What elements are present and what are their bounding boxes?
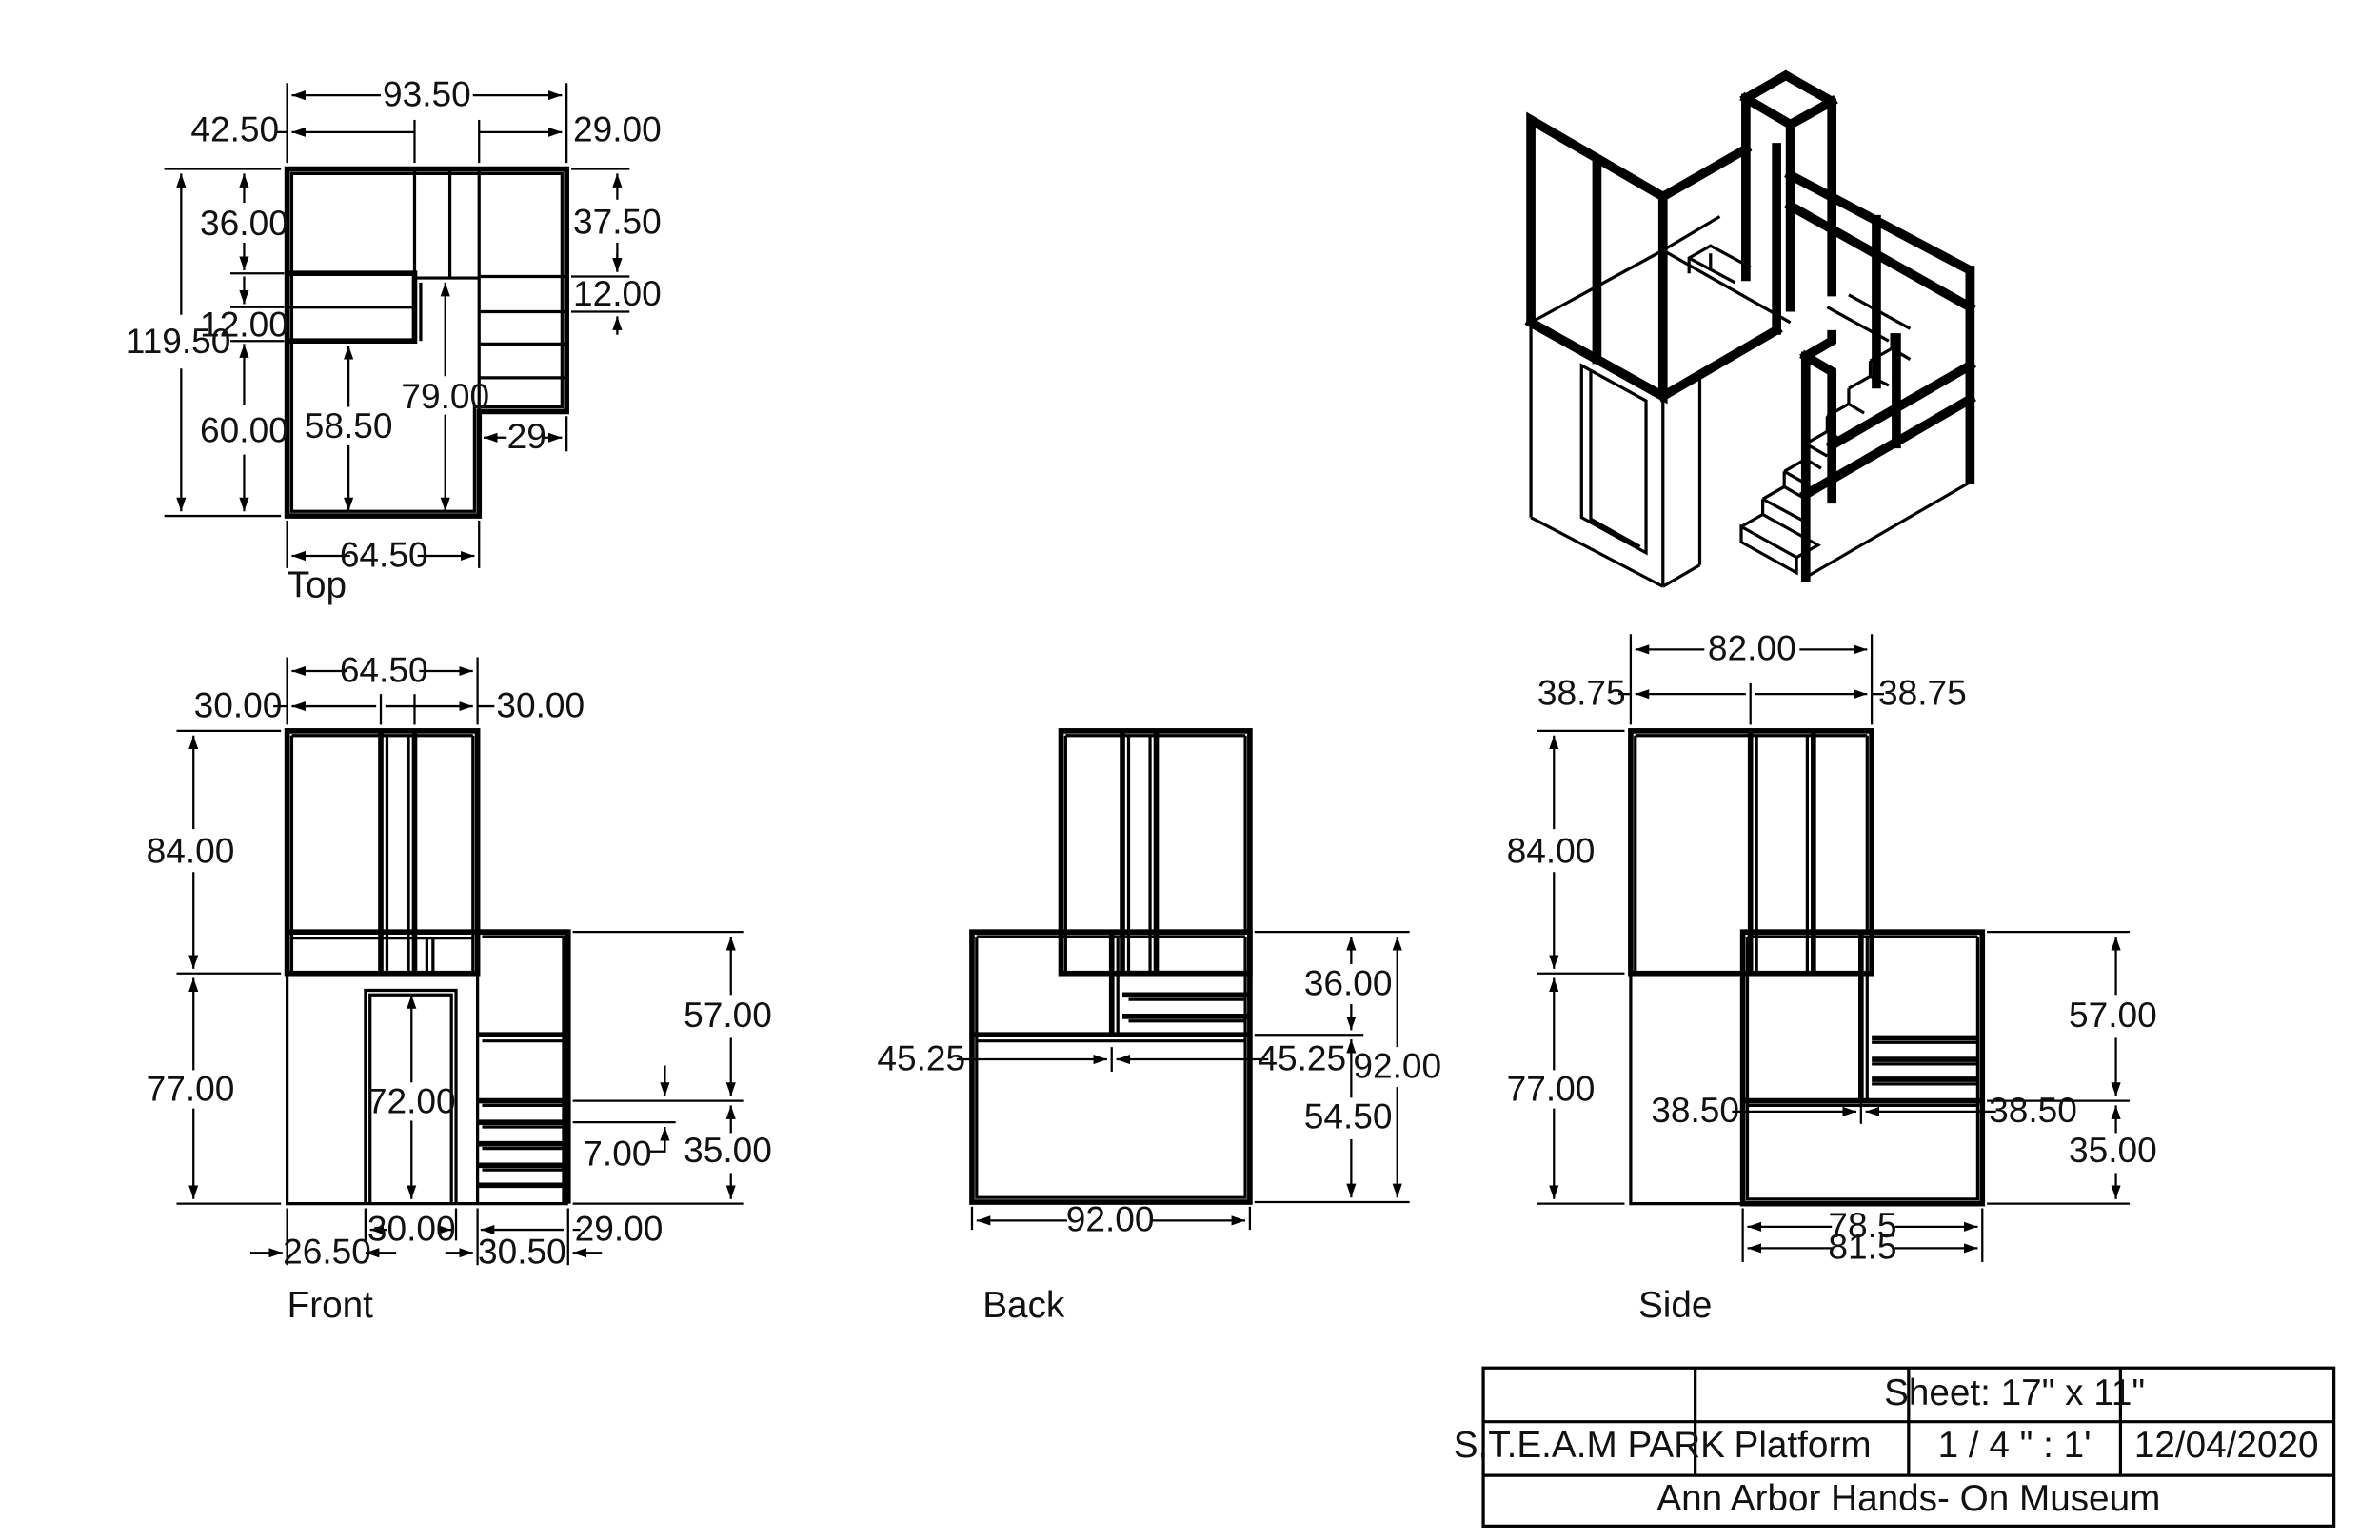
side-view-dimensions: 82.00 38.75 38.75 84.00 77.00 57.00 35 [1507, 628, 2157, 1267]
top-left-width: 42.50 [190, 109, 279, 149]
back-view: 36.00 54.50 92.00 45.25 45.25 92.00 Back [877, 728, 1441, 1326]
front-door-height: 72.00 [367, 1080, 456, 1120]
isometric-view [1524, 69, 1976, 588]
side-stair-lower: 35.00 [2069, 1130, 2157, 1170]
side-view-label: Side [1638, 1285, 1712, 1326]
top-stair-mid: 12.00 [573, 273, 662, 313]
front-view-dimensions: 64.50 30.00 30.00 84.00 77.00 72.00 [147, 649, 772, 1271]
front-left-panel: 30.00 [194, 684, 283, 724]
top-overall-width: 93.50 [383, 73, 471, 113]
side-outer-width: 81.5 [1828, 1227, 1896, 1267]
back-lower-height: 54.50 [1304, 1096, 1393, 1136]
side-lower-height: 77.00 [1507, 1069, 1596, 1109]
front-view-label: Front [288, 1285, 374, 1326]
front-upper-height: 84.00 [147, 831, 235, 871]
top-right-depth: 79.00 [401, 376, 489, 416]
front-lower-height: 77.00 [147, 1069, 235, 1109]
top-lower-depth: 60.00 [200, 410, 288, 450]
top-view-outline [284, 166, 569, 519]
front-step-rise: 7.00 [583, 1133, 651, 1173]
front-right-panel: 30.00 [496, 684, 585, 724]
title-block-client: Ann Arbor Hands- On Museum [1656, 1478, 2160, 1519]
side-inner-width: 78.5 [1828, 1205, 1896, 1245]
title-block-item: Platform [1735, 1425, 1872, 1466]
side-left-half: 38.50 [1651, 1090, 1739, 1130]
title-block: Sheet: 17" x 11" S.T.E.A.M PARK Platform… [1454, 1366, 2336, 1528]
isometric-frame [1524, 69, 1976, 582]
top-middle-gap: 12.00 [200, 304, 288, 344]
top-upper-depth: 36.00 [200, 203, 288, 243]
side-view-frame [1628, 728, 1986, 1207]
back-upper-height: 36.00 [1304, 962, 1393, 1002]
front-view-frame [284, 728, 571, 1206]
back-width: 92.00 [1066, 1199, 1155, 1239]
top-stair-upper: 37.50 [573, 201, 662, 241]
title-block-sheet: Sheet: 17" x 11" [1884, 1372, 2145, 1413]
side-upper-height: 84.00 [1507, 831, 1596, 871]
title-block-date: 12/04/2020 [2134, 1425, 2319, 1466]
front-door-width: 30.00 [367, 1208, 456, 1248]
top-view-dimensions: 93.50 42.50 29.00 119.50 36.00 12.00 60.… [126, 73, 662, 574]
top-view: 93.50 42.50 29.00 119.50 36.00 12.00 60.… [126, 73, 662, 605]
top-overall-depth: 119.50 [126, 321, 231, 361]
side-right-half: 38.50 [1989, 1090, 2077, 1130]
back-view-dimensions: 36.00 54.50 92.00 45.25 45.25 92.00 [877, 931, 1441, 1239]
front-stair-width: 30.50 [478, 1232, 566, 1272]
back-left-half: 45.25 [877, 1037, 965, 1077]
front-stair-upper: 57.00 [684, 995, 772, 1035]
back-view-frame [969, 728, 1253, 1205]
top-bottom-width: 64.50 [340, 534, 428, 574]
top-inner-depth: 58.50 [305, 405, 393, 445]
side-stair-upper: 57.00 [2069, 995, 2157, 1035]
back-view-label: Back [982, 1285, 1065, 1326]
title-block-scale: 1 / 4 " : 1' [1938, 1425, 2092, 1466]
side-top-width: 82.00 [1708, 628, 1796, 668]
back-total-height: 92.00 [1353, 1045, 1441, 1085]
title-block-project: S.T.E.A.M PARK [1454, 1425, 1725, 1466]
back-right-half: 45.25 [1258, 1037, 1346, 1077]
front-top-width: 64.50 [340, 649, 428, 689]
front-right-offset: 29.00 [575, 1208, 664, 1248]
front-left-offset: 26.50 [283, 1232, 371, 1272]
isometric-platform [1530, 215, 1792, 325]
side-right-panel: 38.75 [1878, 672, 1967, 712]
top-stair-width: 29 [507, 416, 546, 456]
top-view-label: Top [288, 565, 347, 606]
side-left-panel: 38.75 [1537, 672, 1626, 712]
side-view: 82.00 38.75 38.75 84.00 77.00 57.00 35 [1507, 628, 2157, 1326]
front-view: 64.50 30.00 30.00 84.00 77.00 72.00 [147, 649, 772, 1326]
top-right-width: 29.00 [573, 109, 662, 149]
front-stair-lower: 35.00 [684, 1130, 772, 1170]
